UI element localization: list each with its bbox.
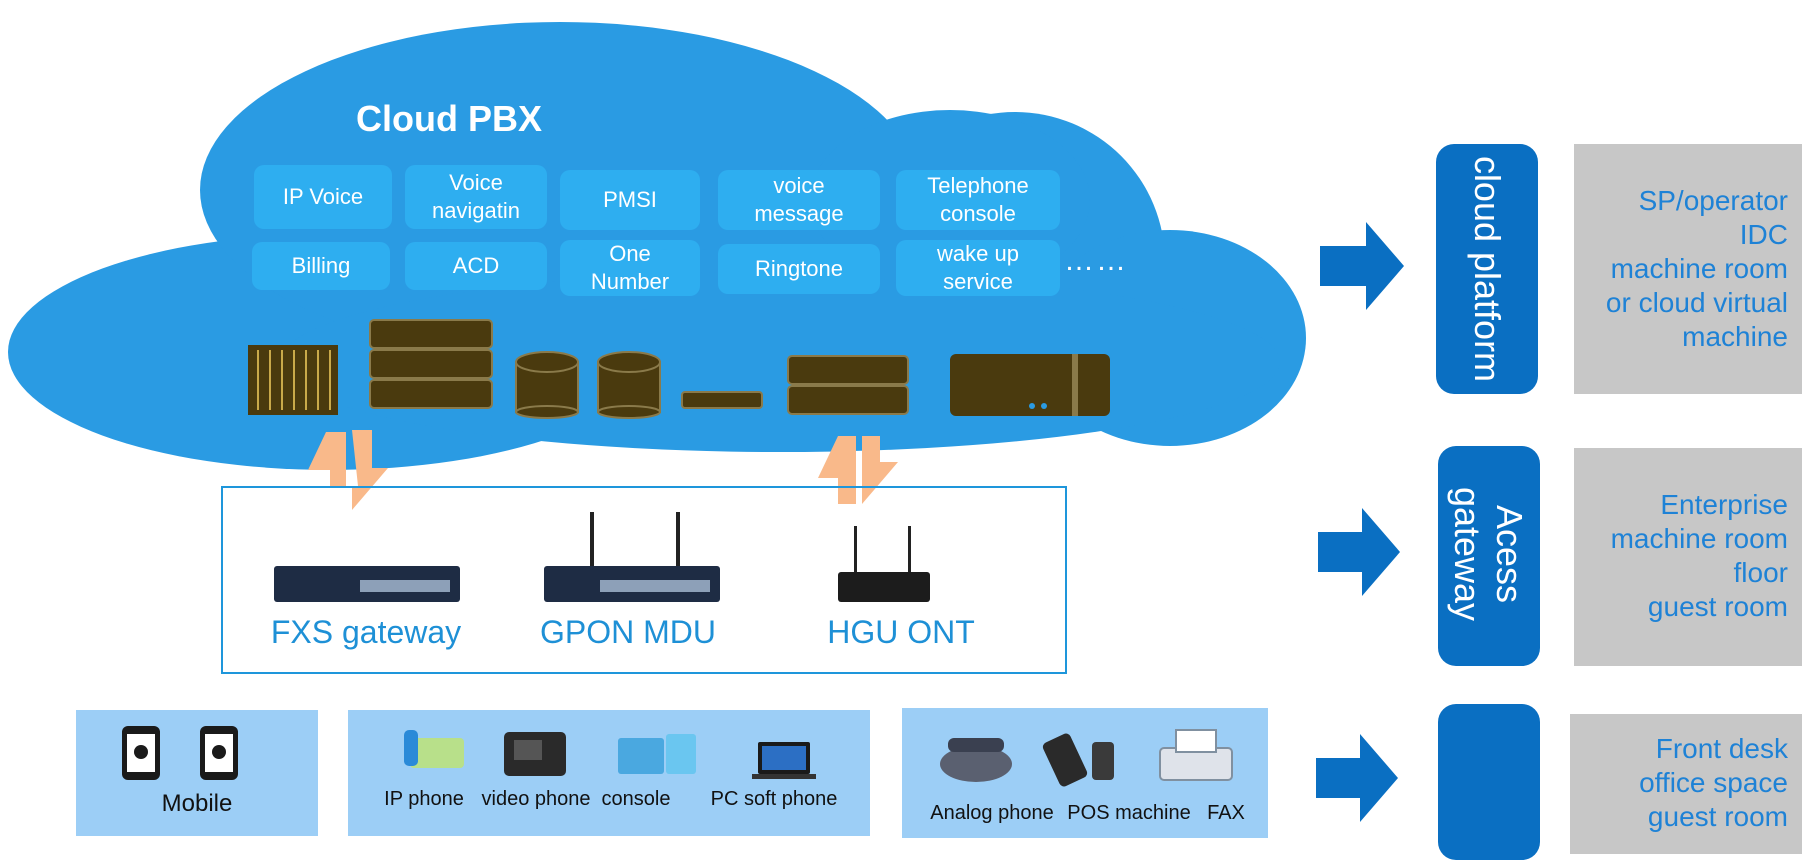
service-box: voice message [718,170,880,230]
analog-phone-icon [940,738,1012,782]
location-box-cloud: SP/operator IDC machine room or cloud vi… [1574,144,1802,394]
fax-icon [1159,729,1233,781]
location-line: guest room [1647,801,1788,832]
location-line: IDC [1739,219,1788,250]
location-line: guest room [1647,591,1788,622]
service-label: PMSI [603,187,657,212]
android-phone-icon [122,726,160,780]
service-box: ACD [405,242,547,290]
terminal-label: console [601,788,671,810]
bidirectional-arrow-left [308,430,388,510]
service-box: IP Voice [254,165,392,229]
server-stack-icon [369,319,493,409]
layer-pill-label: Acess gateway [1446,444,1530,664]
location-line: machine room [1610,253,1788,284]
rack-icon [248,345,338,415]
server-icon [787,355,909,415]
cloud-title: Cloud PBX [356,98,542,139]
location-line: floor [1733,557,1788,588]
right-arrow-icon [1316,734,1398,822]
layer-pill-label: cloud platform [1467,155,1508,383]
layer-pill-label-line: gateway [1447,486,1488,622]
right-arrow-icon [1318,508,1400,596]
laptop-icon [752,742,816,779]
more-services-ellipsis: …… [1064,244,1128,277]
terminal-label: IP phone [384,788,464,810]
gateway-label: HGU ONT [827,614,975,650]
location-line: machine room [1610,523,1788,554]
service-label: Telephone console [927,173,1029,226]
service-box: wake up service [896,240,1060,296]
location-line: SP/operator [1638,185,1788,216]
terminal-label: FAX [1207,802,1245,824]
service-label: Ringtone [754,256,844,281]
gateway-label: GPON MDU [540,614,716,650]
fxs-gateway-icon [274,566,460,602]
service-label: wake up service [937,241,1019,294]
location-line: or cloud virtual [1605,287,1788,318]
location-box-terminal: Front desk office space guest room [1570,714,1802,854]
layer-pill-terminal [1438,704,1540,860]
service-box: Voice navigatin [405,165,547,229]
service-box: Telephone console [896,170,1060,230]
location-line: Enterprise [1660,489,1788,520]
switch-icon [681,391,763,409]
terminal-label-mobile: Mobile [161,790,233,817]
location-line: office space [1639,767,1788,798]
terminal-label: PC soft phone [710,788,838,810]
storage-box-icon [950,354,1110,416]
gateway-box [221,486,1067,674]
service-box: One Number [560,240,700,296]
service-box: PMSI [560,170,700,230]
service-label: One Number [590,241,670,294]
terminal-label: video phone [481,788,591,810]
apple-phone-icon [200,726,238,780]
location-line: machine [1682,321,1788,352]
layer-pill-cloud-platform: cloud platform [1436,144,1538,394]
service-label: ACD [452,253,500,278]
right-arrow-icon [1320,222,1404,310]
service-label: voice message [754,173,844,226]
ip-phone-icon [404,730,464,768]
location-line: Front desk [1655,733,1788,764]
service-box: Billing [252,242,390,290]
terminal-label: Analog phone [930,802,1054,824]
location-box-gateway: Enterprise machine room floor guest room [1574,448,1802,666]
gateway-label: FXS gateway [270,614,462,650]
database-icon [515,351,579,419]
service-label: Billing [291,253,351,278]
service-label: Voice navigatin [431,170,521,223]
pos-machine-icon [1042,733,1114,787]
video-phone-icon [504,732,566,776]
layer-pill-access-gateway: Acess gateway [1438,446,1540,666]
hgu-ont-icon [838,526,930,602]
database-icon [597,351,661,419]
service-box: Ringtone [718,244,880,294]
layer-pill-label-line: Acess [1489,504,1530,604]
gpon-mdu-icon [544,512,720,602]
terminal-label: POS machine [1067,802,1191,824]
service-label: IP Voice [282,184,364,209]
console-icon [618,734,696,774]
